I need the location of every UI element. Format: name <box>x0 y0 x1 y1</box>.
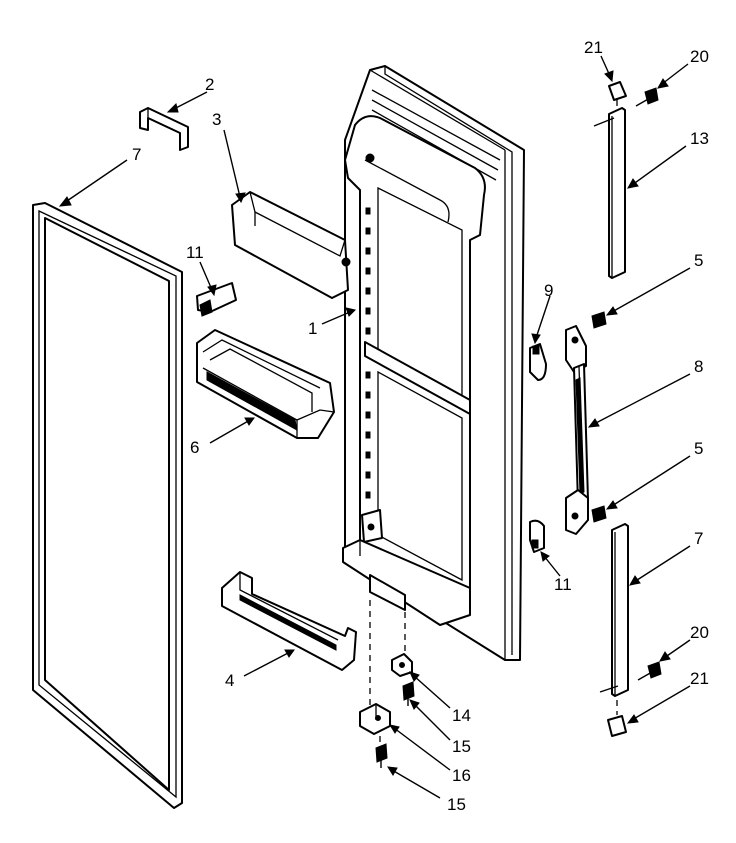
trim-clip-upper[interactable] <box>608 81 627 101</box>
callout-screw-handle-upper: 5 <box>694 251 703 270</box>
callout-door-liner: 1 <box>308 319 317 338</box>
callout-door-gasket: 7 <box>132 145 141 164</box>
handle-trim-upper[interactable] <box>593 107 626 279</box>
door-handle-cap[interactable] <box>139 107 189 151</box>
door-stop[interactable] <box>391 653 413 677</box>
callout-door-stop: 14 <box>452 706 471 725</box>
screw-trim-lower[interactable] <box>637 661 662 681</box>
door-bin[interactable] <box>196 329 335 439</box>
bottom-shelf-bin[interactable] <box>221 571 357 671</box>
callout-hinge-bracket: 16 <box>452 766 471 785</box>
handle-cover-lower[interactable] <box>529 519 545 553</box>
callout-screw-door-stop: 15 <box>452 737 471 756</box>
callout-screw-trim-lower: 20 <box>690 623 709 642</box>
callout-bin-clip: 11 <box>186 243 204 262</box>
door-gasket[interactable] <box>32 202 183 809</box>
callout-top-shelf-bin: 3 <box>212 110 221 129</box>
callout-door-handle: 8 <box>694 357 703 376</box>
callout-door-handle-cap: 2 <box>205 75 214 94</box>
callout-handle-cover-lower: 11 <box>554 575 572 594</box>
liner-dimples <box>365 207 371 499</box>
assembly-lines <box>369 100 618 745</box>
screw-hinge[interactable] <box>375 743 388 768</box>
door-liner[interactable] <box>342 65 525 661</box>
callout-screw-hinge: 15 <box>447 795 466 814</box>
callout-trim-clip-lower: 21 <box>690 669 709 688</box>
handle-cover-upper[interactable] <box>529 343 547 381</box>
screw-handle-lower[interactable] <box>591 505 607 523</box>
screw-handle-upper[interactable] <box>591 311 607 329</box>
trim-clip-lower[interactable] <box>607 715 627 737</box>
callouts: 2 7 3 11 1 6 4 21 20 13 5 9 8 5 11 7 20 … <box>132 38 709 814</box>
callout-handle-trim-lower: 7 <box>694 529 703 548</box>
screw-door-stop[interactable] <box>402 681 415 706</box>
callout-door-bin: 6 <box>190 438 199 457</box>
callout-screw-handle-lower: 5 <box>694 439 703 458</box>
top-shelf-bin[interactable] <box>231 191 351 299</box>
screw-trim-upper[interactable] <box>635 87 659 107</box>
callout-screw-trim-upper: 20 <box>690 47 709 66</box>
hinge-bracket[interactable] <box>359 703 391 735</box>
callout-handle-trim-upper: 13 <box>690 129 709 148</box>
callout-handle-cover-upper: 9 <box>544 281 553 300</box>
leader-lines <box>58 55 691 799</box>
handle-trim-lower[interactable] <box>599 523 629 697</box>
bin-clip[interactable] <box>196 282 237 317</box>
callout-bottom-shelf-bin: 4 <box>225 671 234 690</box>
callout-trim-clip-upper: 21 <box>584 38 603 57</box>
door-handle[interactable] <box>565 325 589 535</box>
